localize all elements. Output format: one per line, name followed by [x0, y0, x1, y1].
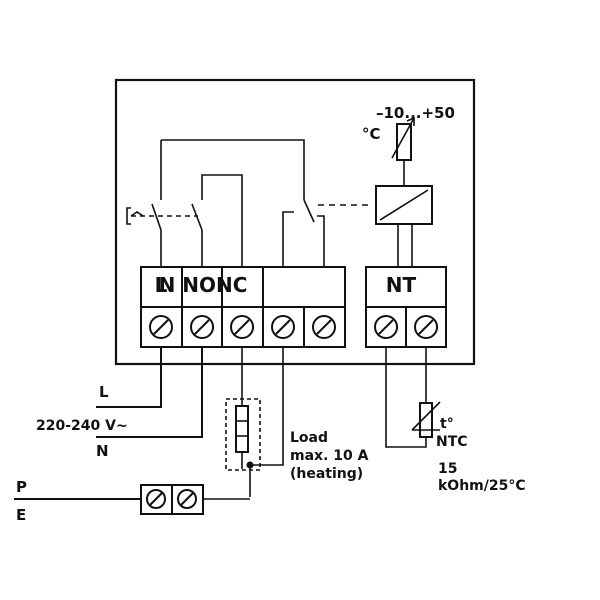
load-type-label: (heating)	[290, 466, 363, 482]
temperature-unit-label: °C	[362, 125, 381, 143]
supply-neutral-label: N	[96, 442, 109, 460]
screw-terminal-n1	[190, 315, 214, 339]
screw-terminal-l	[149, 315, 173, 339]
earth-p-label: P	[16, 478, 27, 496]
sensor-t-label: t°	[440, 416, 454, 432]
relay-coil	[375, 160, 433, 267]
screw-terminal-nc	[312, 315, 336, 339]
ntc-sensor	[385, 347, 441, 448]
relay-contacts	[126, 139, 372, 267]
load-current-label: max. 10 A	[290, 448, 369, 464]
load-heater	[225, 347, 284, 497]
load-label: Load	[290, 430, 328, 446]
sensor-spec-label: kOhm/25°C	[438, 478, 526, 494]
sensor-value-label: 15	[438, 461, 457, 477]
screw-terminal-sensor-2	[414, 315, 438, 339]
earth-terminal-block	[14, 484, 250, 515]
terminal-label-l: L	[155, 273, 168, 297]
sensor-type-label: NTC	[436, 434, 468, 450]
supply-voltage-label: 220-240 V~	[36, 418, 128, 434]
sensor-terminal-label: NT	[386, 273, 417, 297]
terminal-label-n-no-nc: N NONC	[159, 273, 248, 297]
supply-line-label: L	[99, 383, 109, 401]
temperature-range-label: –10...+50	[376, 104, 455, 122]
screw-terminal-n2	[230, 315, 254, 339]
setpoint-potentiometer	[391, 116, 415, 161]
supply-wiring	[96, 347, 203, 438]
main-terminal-block: L N NONC	[140, 266, 346, 348]
sensor-terminal-block: NT	[365, 266, 447, 348]
thermostat-enclosure	[114, 78, 476, 366]
screw-terminal-no	[271, 315, 295, 339]
screw-terminal-sensor-1	[374, 315, 398, 339]
earth-e-label: E	[16, 506, 26, 524]
